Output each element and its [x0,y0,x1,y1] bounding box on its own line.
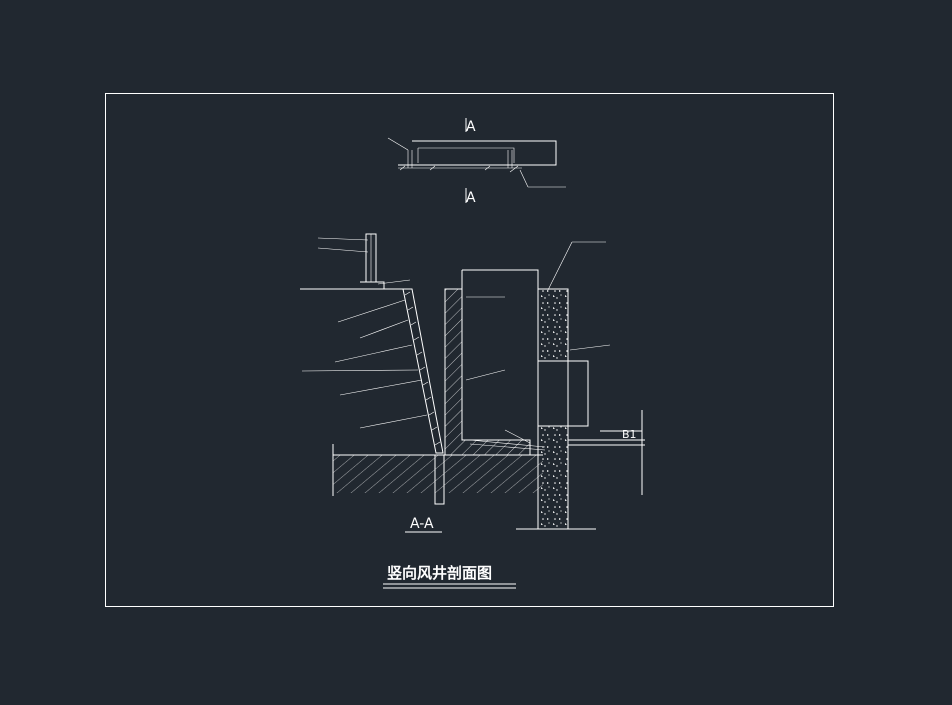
section-mark-top: A [466,119,476,135]
drawing-frame [105,93,834,607]
section-label: A-A [410,516,434,532]
elevation-label: B1 [622,428,637,441]
section-a-a: B1 [300,233,645,530]
drawing-title: 竖向风井剖面图 [387,564,492,582]
section-mark-bottom: A [466,190,476,206]
plan-detail: A A [387,118,566,206]
